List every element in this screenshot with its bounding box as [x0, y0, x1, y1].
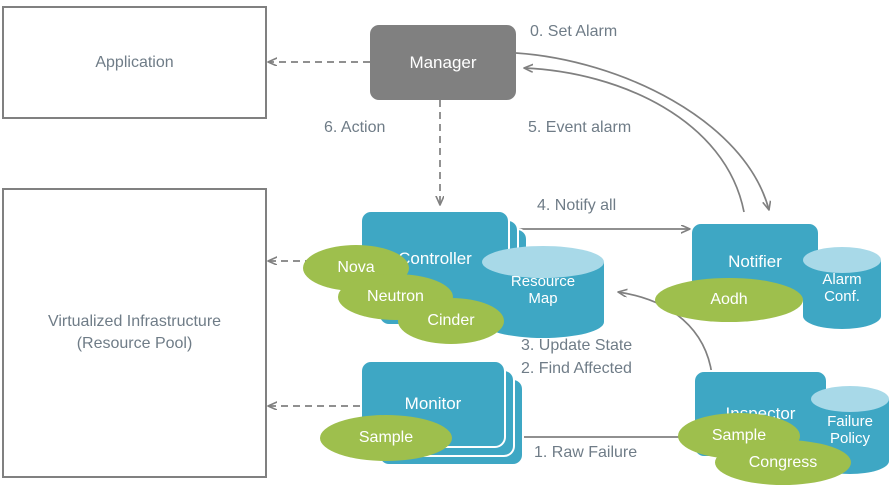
failure-policy-line-1: Failure — [827, 413, 873, 430]
flow-label-raw-failure: 1. Raw Failure — [534, 444, 638, 461]
resource-map-cylinder-top — [482, 246, 604, 278]
tag-sample-monitor-label: Sample — [358, 429, 414, 446]
failure-policy-label: Failure Policy — [811, 413, 889, 448]
resource-map-cylinder: Resource Map — [482, 246, 604, 338]
tag-congress: Congress — [715, 440, 851, 485]
tag-cinder: Cinder — [398, 298, 504, 344]
manager-label: Manager — [409, 52, 477, 72]
tag-nova-label: Nova — [337, 259, 375, 276]
tag-congress-label: Congress — [748, 453, 818, 471]
tag-sample-inspector-label: Sample — [711, 427, 767, 444]
flow-label-set-alarm: 0. Set Alarm — [530, 23, 618, 40]
arrow-event-alarm — [524, 68, 745, 213]
flow-label-action: 6. Action — [324, 119, 386, 136]
resource-map-label: Resource Map — [482, 273, 604, 308]
resource-map-line-2: Map — [528, 290, 558, 308]
controller-label: Controller — [398, 249, 472, 268]
tag-aodh-label: Aodh — [710, 291, 748, 308]
infrastructure-line-1: Virtualized Infrastructure — [47, 313, 222, 331]
application-label: Application — [95, 53, 174, 71]
tag-sample-monitor: Sample — [320, 415, 452, 461]
monitor-label: Monitor — [404, 394, 462, 413]
alarm-conf-line-2: Conf. — [824, 288, 860, 306]
failure-policy-cylinder-top — [811, 386, 889, 412]
flow-label-find-affected: 2. Find Affected — [521, 360, 632, 377]
manager-box: Manager — [370, 25, 516, 100]
alarm-conf-line-1: Alarm — [822, 271, 862, 288]
alarm-conf-cylinder-top — [803, 247, 881, 273]
alarm-conf-label: Alarm Conf. — [803, 271, 881, 306]
flow-label-notify-all: 4. Notify all — [537, 197, 617, 214]
flow-label-event-alarm: 5. Event alarm — [528, 119, 632, 136]
application-box: Application — [2, 6, 267, 119]
infrastructure-line-2: (Resource Pool) — [76, 335, 193, 352]
alarm-conf-cylinder: Alarm Conf. — [803, 247, 881, 329]
failure-policy-line-2: Policy — [829, 430, 870, 448]
tag-neutron-label: Neutron — [367, 288, 424, 305]
resource-map-line-1: Resource — [510, 273, 576, 290]
tag-aodh: Aodh — [655, 278, 803, 322]
tag-cinder-label: Cinder — [427, 312, 475, 329]
infrastructure-label: Virtualized Infrastructure (Resource Poo… — [48, 311, 221, 354]
flow-label-update-state: 3. Update State — [521, 337, 633, 354]
notifier-label: Notifier — [728, 252, 782, 271]
infrastructure-box: Virtualized Infrastructure (Resource Poo… — [2, 188, 267, 478]
